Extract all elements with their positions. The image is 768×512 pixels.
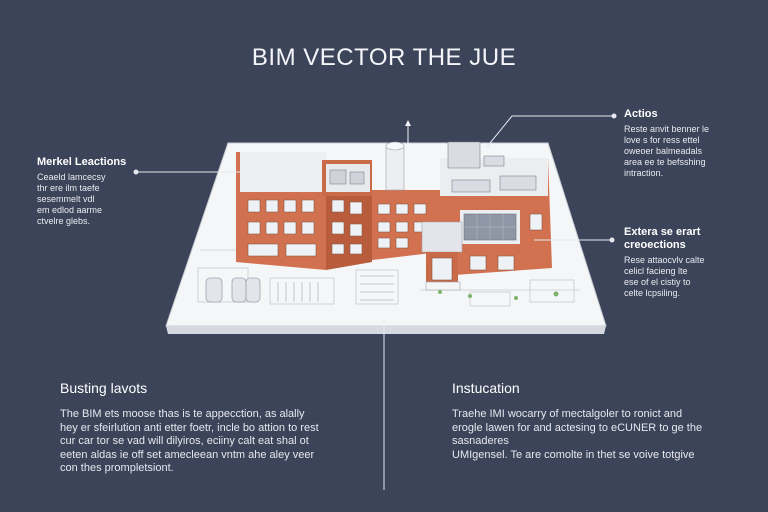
section-right-heading: Instucation [452,380,520,396]
callout-top-right-body: Reste anvit benner le love s for ress et… [624,124,710,178]
callout-right: Extera se erart creoections Rese attaocv… [624,226,744,299]
callout-top-right-heading: Actios [624,108,658,120]
section-left-body: The BIM ets moose thas is te appecction,… [60,408,319,474]
callout-right-body: Rese attaocvlv calte celicl facieng lte … [624,255,705,298]
section-right: Instucation Traehe IMI wocarry of mectal… [452,380,742,462]
section-left-heading: Busting lavots [60,380,148,396]
page-title: BIM VECTOR THE JUE [251,44,517,71]
section-right-body: Traehe IMI wocarry of mectalgoler to ron… [452,408,703,461]
callout-left: Merkel Leactions Ceaeld lamcecsy thr ere… [37,156,147,227]
callout-top-right: Actios Reste anvit benner le love s for … [624,108,744,179]
callout-left-body: Ceaeld lamcecsy thr ere ilm taefe sesemm… [37,172,106,226]
callout-left-heading: Merkel Leactions [37,156,127,168]
callout-right-heading: Extera se erart creoections [624,226,701,251]
callout-leaders [133,113,617,490]
brick-building [236,120,559,300]
section-left: Busting lavots The BIM ets moose thas is… [60,380,360,476]
